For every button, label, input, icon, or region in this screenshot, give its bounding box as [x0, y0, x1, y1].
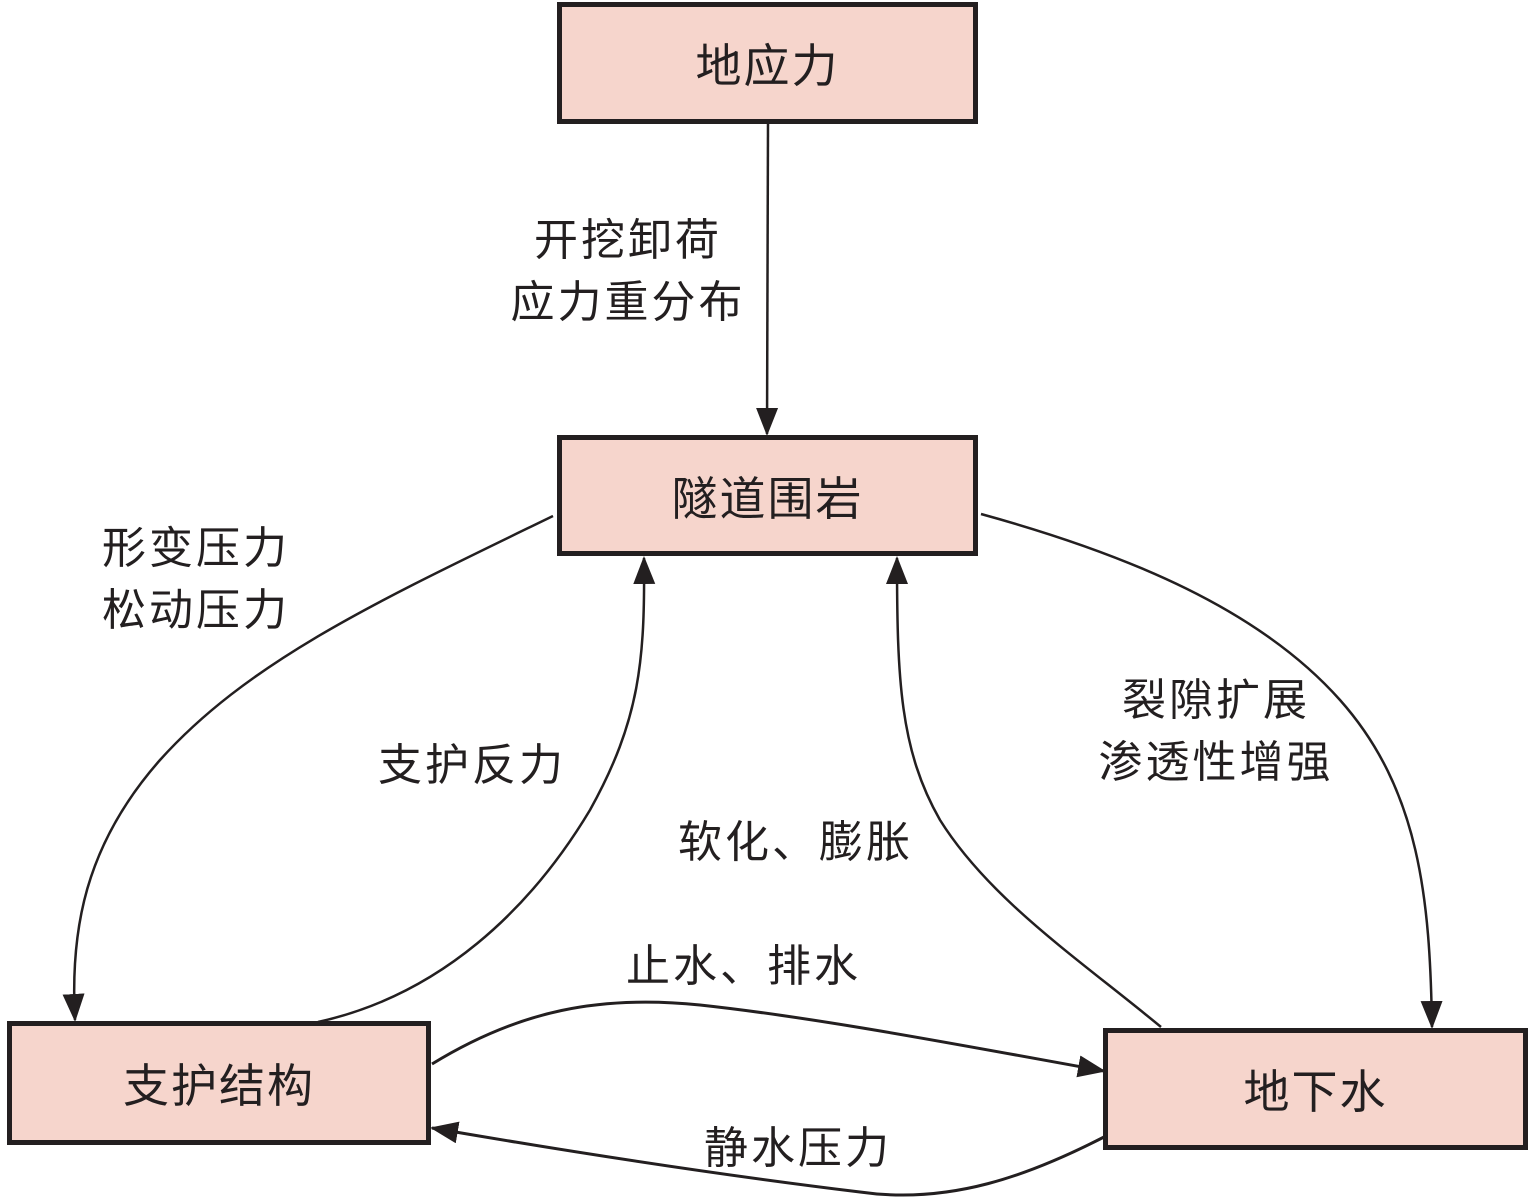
label-line: 形变压力: [102, 523, 290, 574]
label-line: 软化、膨胀: [678, 817, 913, 868]
node-support-structure-label: 支护结构: [123, 1059, 315, 1113]
edge-rock-to-water: [980, 512, 1443, 1029]
label-rock-to-water: 裂隙扩展 渗透性增强: [1082, 670, 1350, 794]
node-groundwater: 地下水: [1103, 1028, 1528, 1150]
edge-rock-to-support: [62, 514, 554, 1022]
label-line: 支护反力: [378, 740, 566, 791]
label-line: 松动压力: [102, 585, 290, 636]
label-rock-to-support: 形变压力 松动压力: [102, 518, 290, 642]
edge-support-to-rock: [317, 556, 656, 1024]
node-in-situ-stress-label: 地应力: [695, 39, 840, 93]
label-water-to-rock: 软化、膨胀: [678, 812, 913, 874]
label-support-to-water: 止水、排水: [626, 936, 861, 998]
label-stress-to-rock: 开挖卸荷 应力重分布: [494, 210, 762, 334]
node-support-structure: 支护结构: [7, 1021, 431, 1145]
label-line: 静水压力: [704, 1123, 892, 1174]
label-support-to-rock: 支护反力: [378, 735, 566, 797]
label-water-to-support: 静水压力: [704, 1118, 892, 1180]
edge-water-to-rock: [886, 556, 1162, 1028]
node-surrounding-rock: 隧道围岩: [557, 435, 978, 556]
edge-support-to-water: [431, 1000, 1106, 1078]
edge-stress-to-rock: [756, 122, 779, 436]
label-line: 止水、排水: [626, 941, 861, 992]
label-line: 裂隙扩展: [1122, 675, 1310, 726]
node-in-situ-stress: 地应力: [557, 2, 978, 124]
edge-water-to-support: [430, 1121, 1105, 1197]
label-line: 开挖卸荷: [534, 215, 722, 266]
node-surrounding-rock-label: 隧道围岩: [671, 471, 864, 526]
label-line: 渗透性增强: [1098, 737, 1334, 788]
label-line: 应力重分布: [510, 277, 746, 328]
node-groundwater-label: 地下水: [1243, 1065, 1388, 1119]
